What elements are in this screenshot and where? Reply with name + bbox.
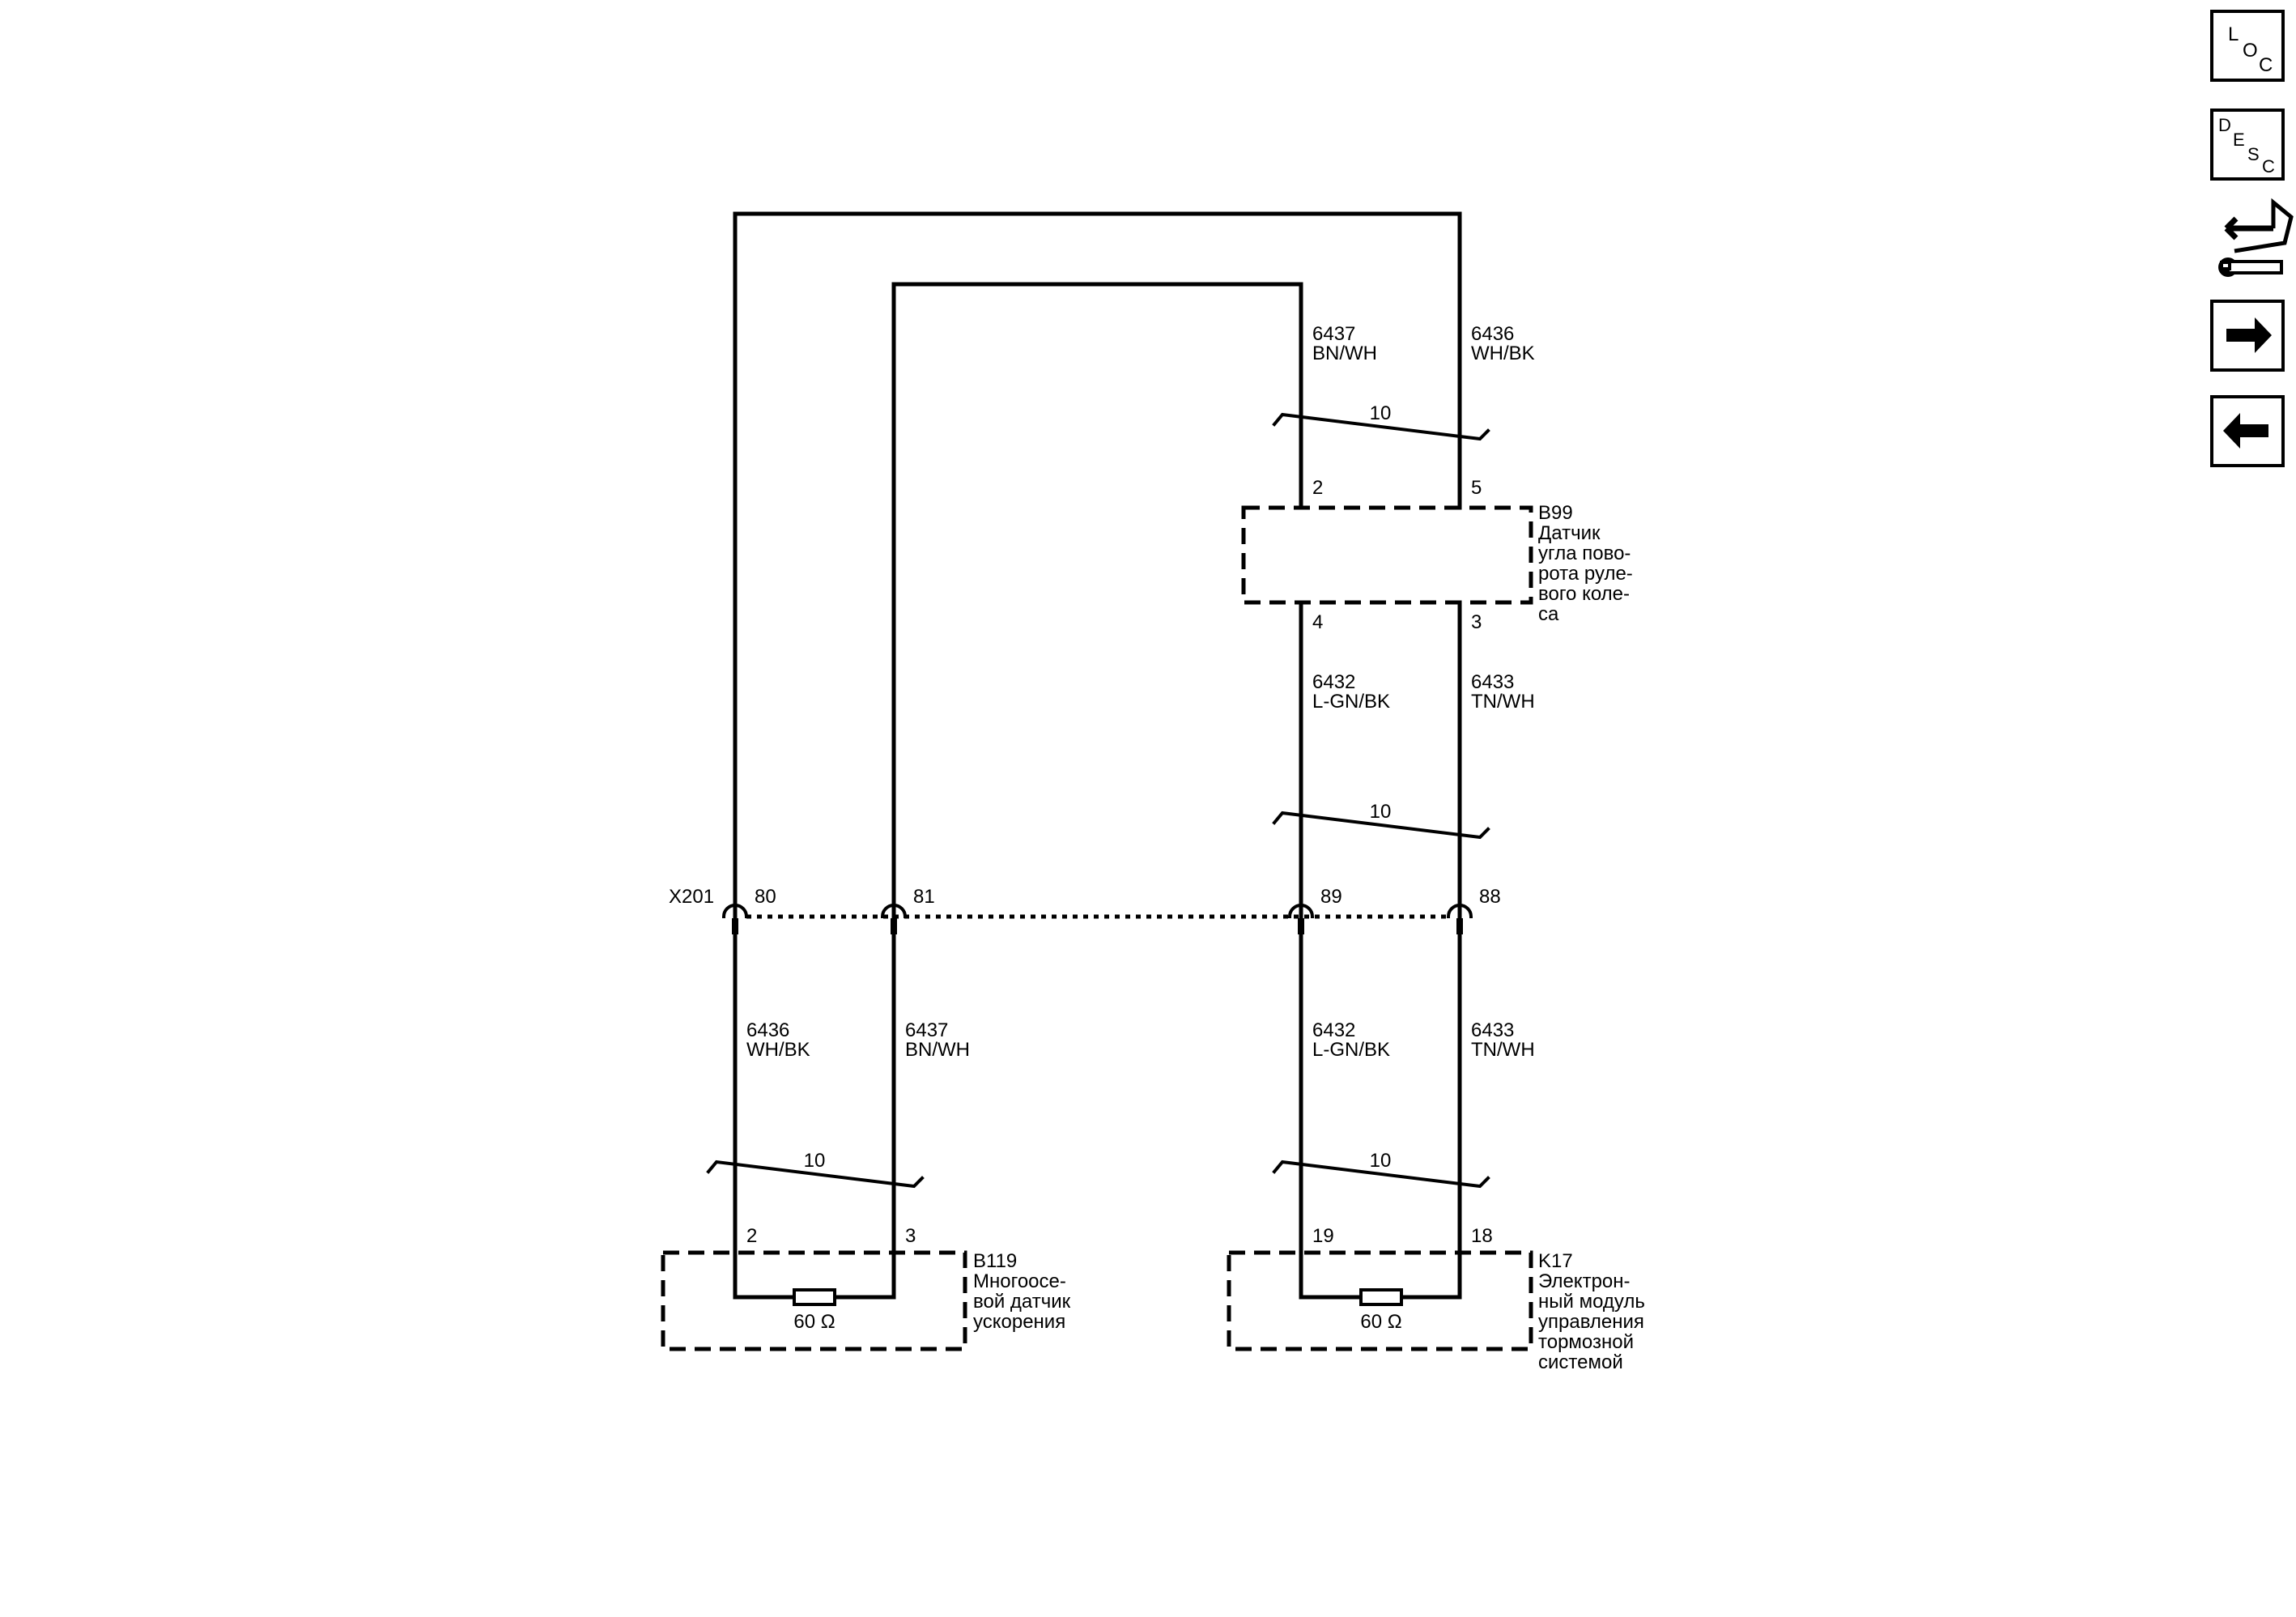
k17-resistor-icon [1359, 1288, 1403, 1306]
connector-x201: X201 80 81 89 88 [669, 886, 1501, 934]
x201-pin-81: 81 [913, 886, 935, 908]
twisted-pair-marks: 10 10 10 10 [706, 402, 1490, 1189]
twist-mark-top: 10 [1272, 402, 1490, 441]
wire-6437-loop [891, 282, 1303, 919]
b119-pin-3: 3 [905, 1225, 916, 1247]
desc-letter: D [2218, 115, 2231, 135]
x201-id: X201 [669, 886, 714, 908]
k17-name-line: системой [1538, 1351, 1623, 1373]
arrow-right-icon [2226, 317, 2272, 353]
desc-button[interactable]: D E S C [2210, 109, 2285, 181]
wire-label-6433-bot-color: TN/WH [1471, 1039, 1535, 1061]
b99-pin-5: 5 [1471, 477, 1482, 499]
nav-toolbar: L O C D E S C [2210, 10, 2294, 467]
wire-label-6433-mid-color: TN/WH [1471, 691, 1535, 713]
b119-resistor-icon [793, 1288, 836, 1306]
component-k17: 60 Ω 19 18 K17 Электрон- ный модуль упра… [1227, 1225, 1645, 1373]
component-b99: 2 5 4 3 B99 Датчик угла пово- рота руле-… [1241, 477, 1633, 633]
wire-label-6437-bot-num: 6437 [905, 1019, 948, 1041]
wire-label-6432-mid-color: L-GN/BK [1312, 691, 1390, 713]
x201-pin-88: 88 [1479, 886, 1501, 908]
k17-name-line: Электрон- [1538, 1270, 1631, 1292]
desc-letter: S [2247, 144, 2260, 164]
x201-pin-89: 89 [1320, 886, 1342, 908]
wire-label-6437-top-num: 6437 [1312, 323, 1355, 345]
previous-page-button[interactable] [2210, 395, 2285, 467]
k17-box [1227, 1250, 1533, 1351]
b119-name-line: Многоосе- [973, 1270, 1066, 1292]
b119-resistor-value: 60 Ω [793, 1311, 835, 1333]
loc-letter: L [2228, 23, 2239, 45]
k17-id: K17 [1538, 1250, 1573, 1272]
wire-6436-loop [733, 211, 1462, 919]
loc-button[interactable]: L O C [2210, 10, 2285, 82]
wire-label-6436-top-num: 6436 [1471, 323, 1514, 345]
wire-label-6437-bot-color: BN/WH [905, 1039, 970, 1061]
k17-name-line: ный модуль [1538, 1291, 1645, 1313]
k17-internal-wire-right [1399, 1245, 1462, 1300]
loc-letter: C [2259, 54, 2273, 76]
b99-pin-4: 4 [1312, 611, 1323, 633]
b119-pin-2: 2 [746, 1225, 757, 1247]
wire-label-6436-top-color: WH/BK [1471, 343, 1535, 364]
b99-name-line: са [1538, 603, 1559, 625]
wire-label-6432-mid-num: 6432 [1312, 671, 1355, 693]
b99-name-line: Датчик [1538, 522, 1601, 544]
desc-letter: C [2262, 156, 2275, 177]
twist-mark-bottom-left: 10 [706, 1150, 925, 1189]
b99-pin-2: 2 [1312, 477, 1323, 499]
x201-terminal-88 [1446, 904, 1473, 934]
wire-label-6433-mid-num: 6433 [1471, 671, 1514, 693]
b119-internal-wire [733, 1245, 797, 1300]
component-b119: 60 Ω 2 3 B119 Многоосе- вой датчик ускор… [661, 1225, 1071, 1351]
wire-label-6432-bot-num: 6432 [1312, 1019, 1355, 1041]
k17-resistor-value: 60 Ω [1360, 1311, 1401, 1333]
x201-terminal-80 [721, 904, 749, 934]
twist-mark-mid: 10 [1272, 801, 1490, 840]
b119-name-line: вой датчик [973, 1291, 1071, 1313]
x201-terminal-89 [1287, 904, 1315, 934]
wire-label-6436-bot-color: WH/BK [746, 1039, 810, 1061]
b99-name-line: угла пово- [1538, 543, 1631, 564]
wire-label-6433-bot-num: 6433 [1471, 1019, 1514, 1041]
b119-id: B119 [973, 1250, 1017, 1272]
wires [733, 211, 1462, 1300]
arrow-left-icon [2223, 413, 2268, 449]
b119-name-line: ускорения [973, 1311, 1065, 1333]
x201-pin-80: 80 [755, 886, 776, 908]
twist-label-bottom-right: 10 [1370, 1150, 1392, 1172]
desc-letter: E [2233, 130, 2245, 150]
k17-name-line: управления [1538, 1311, 1644, 1333]
wire-label-6436-bot-num: 6436 [746, 1019, 789, 1041]
twist-label-mid: 10 [1370, 801, 1392, 823]
twist-label-bottom-left: 10 [804, 1150, 826, 1172]
b99-pin-3: 3 [1471, 611, 1482, 633]
b119-internal-wire-right [832, 1245, 896, 1300]
k17-pin-18: 18 [1471, 1225, 1493, 1247]
connector-wrench-icon [2218, 198, 2294, 277]
connector-info-button[interactable] [2218, 198, 2294, 277]
b99-name-line: вого коле- [1538, 583, 1630, 605]
twist-label-top: 10 [1370, 402, 1392, 424]
wire-label-6437-top-color: BN/WH [1312, 343, 1377, 364]
next-page-button[interactable] [2210, 300, 2285, 372]
k17-name-line: тормозной [1538, 1331, 1634, 1353]
loc-letter: O [2243, 40, 2258, 62]
b99-id: B99 [1538, 502, 1573, 524]
twist-mark-bottom-right: 10 [1272, 1150, 1490, 1189]
x201-terminal-81 [880, 904, 908, 934]
b119-box [661, 1250, 967, 1351]
b99-name-line: рота руле- [1538, 563, 1633, 585]
k17-pin-19: 19 [1312, 1225, 1334, 1247]
wire-label-6432-bot-color: L-GN/BK [1312, 1039, 1390, 1061]
wire-labels: 6437 BN/WH 6436 WH/BK 6432 L-GN/BK 6433 … [746, 323, 1535, 1061]
k17-internal-wire [1299, 1245, 1363, 1300]
b99-box [1241, 505, 1533, 605]
